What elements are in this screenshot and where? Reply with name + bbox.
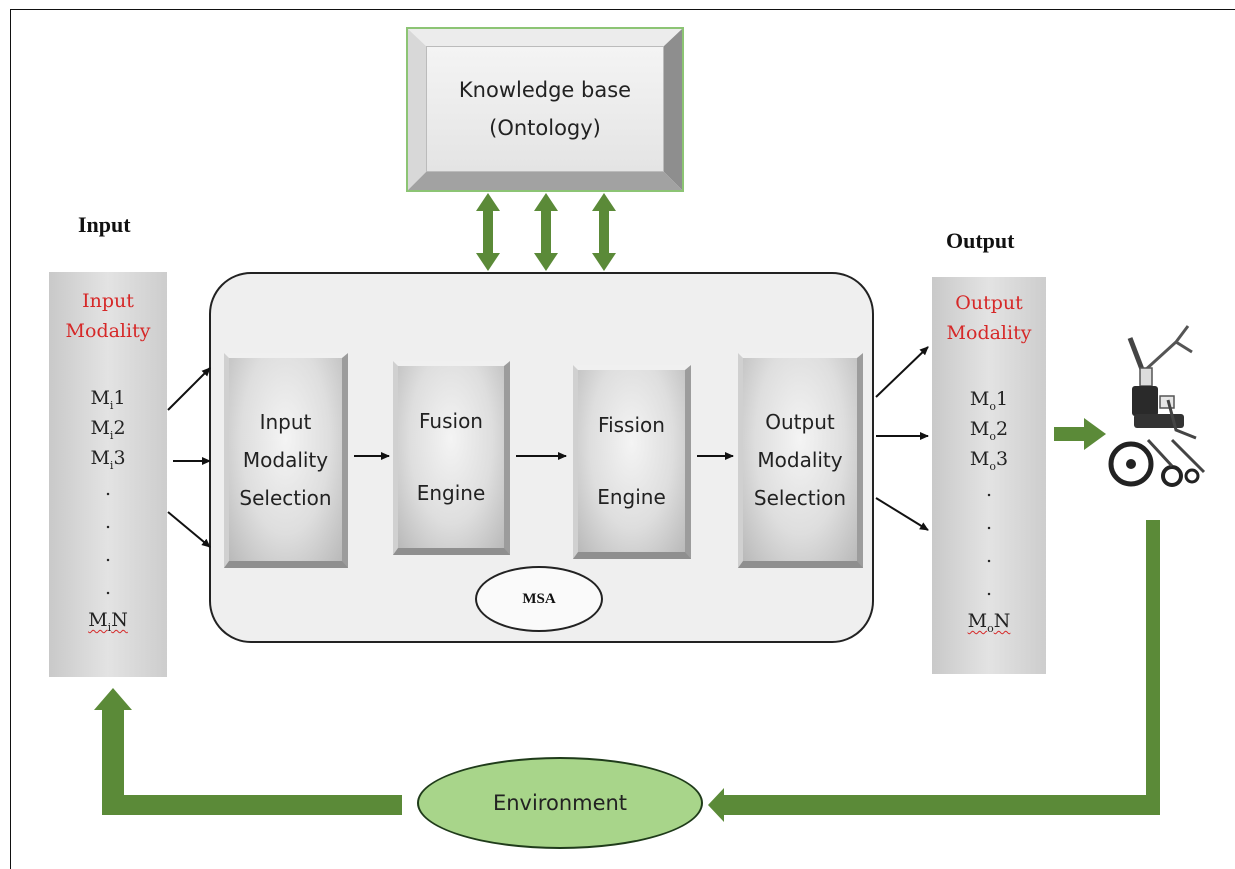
output-modality-title-line2: Modality xyxy=(946,322,1032,344)
ellipsis-dot: . xyxy=(985,479,993,501)
output-modality-selection-block: Output Modality Selection xyxy=(738,353,863,568)
block-label: Modality xyxy=(757,447,843,472)
block-label: Input xyxy=(259,409,312,434)
block-label: Selection xyxy=(239,485,332,510)
input-modality-column: Input Modality Mi1 Mi2 Mi3 . . . . MiN xyxy=(49,272,167,677)
frame-left-line xyxy=(10,9,11,869)
knowledge-base-double-arrow xyxy=(592,193,616,271)
ellipsis-dot: . xyxy=(985,512,993,534)
knowledge-base-double-arrow xyxy=(476,193,500,271)
block-label: Fusion xyxy=(419,409,483,433)
fusion-engine-block: Fusion Engine xyxy=(393,361,510,555)
frame-top-line xyxy=(10,9,1235,10)
output-modality-item: MoN xyxy=(967,610,1011,635)
block-label: Fission xyxy=(598,413,665,437)
block-label: Selection xyxy=(753,485,847,510)
ellipsis-dot: . xyxy=(104,577,112,599)
output-modality-list: Mo1 Mo2 Mo3 . . . . MoN xyxy=(932,384,1046,636)
robot-to-environment-arrow xyxy=(708,520,1160,822)
ellipsis-dot: . xyxy=(985,578,993,600)
input-modality-item: Mi3 xyxy=(90,447,126,472)
environment-to-input-arrow xyxy=(94,688,402,815)
knowledge-base-title: Knowledge base xyxy=(458,78,632,102)
output-modality-column: Output Modality Mo1 Mo2 Mo3 . . . . MoN xyxy=(932,277,1046,674)
block-label: Output xyxy=(765,409,835,434)
input-arrow xyxy=(167,511,211,548)
knowledge-base-double-arrow xyxy=(534,193,558,271)
ellipsis-dot: . xyxy=(985,545,993,567)
knowledge-base-box: Knowledge base (Ontology) xyxy=(406,27,684,192)
block-label: Engine xyxy=(416,481,486,505)
msa-ellipse: MSA xyxy=(475,566,603,632)
output-to-robot-arrow xyxy=(1054,418,1106,450)
input-modality-title-line2: Modality xyxy=(65,320,151,342)
input-modality-selection-block: Input Modality Selection xyxy=(224,353,348,568)
knowledge-base-bevel xyxy=(408,29,682,190)
output-modality-title-line1: Output xyxy=(955,292,1023,314)
output-modality-item: Mo1 xyxy=(969,388,1009,413)
ellipsis-dot: . xyxy=(104,544,112,566)
output-arrow xyxy=(875,346,929,398)
environment-ellipse: Environment xyxy=(417,757,703,849)
knowledge-base-face: Knowledge base (Ontology) xyxy=(426,46,664,172)
block-label: Engine xyxy=(597,485,666,509)
input-modality-item: MiN xyxy=(88,609,128,634)
output-modality-item: Mo3 xyxy=(969,448,1009,473)
input-arrow xyxy=(167,367,211,411)
output-arrow xyxy=(875,497,929,531)
output-section-label: Output xyxy=(946,228,1015,253)
input-section-label: Input xyxy=(78,212,131,237)
ellipsis-dot: . xyxy=(104,511,112,533)
input-modality-list: Mi1 Mi2 Mi3 . . . . MiN xyxy=(49,383,167,635)
wheelchair-robot-icon xyxy=(1108,325,1206,487)
input-modality-item: Mi2 xyxy=(90,417,126,442)
knowledge-base-subtitle: (Ontology) xyxy=(489,116,601,140)
block-label: Modality xyxy=(242,447,329,472)
ellipsis-dot: . xyxy=(104,478,112,500)
fission-engine-block: Fission Engine xyxy=(573,365,691,559)
input-modality-item: Mi1 xyxy=(90,387,126,412)
output-modality-item: Mo2 xyxy=(969,418,1009,443)
input-modality-title-line1: Input xyxy=(82,290,134,312)
